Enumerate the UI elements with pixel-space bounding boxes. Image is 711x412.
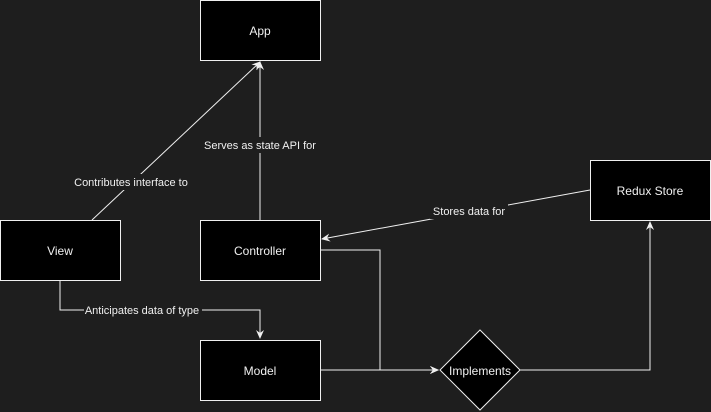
- node-implements-label: Implements: [449, 364, 511, 378]
- edge-view-to-app: [91, 61, 261, 221]
- node-implements[interactable]: Implements: [439, 329, 521, 411]
- node-controller[interactable]: Controller: [200, 220, 321, 281]
- node-app[interactable]: App: [200, 0, 321, 61]
- node-model-label: Model: [244, 364, 277, 378]
- edge-label-contributes-interface: Contributes interface to: [74, 177, 188, 189]
- edge-implements-to-redux: [520, 221, 654, 371]
- edge-label-stores-data-for: Stores data for: [433, 206, 505, 218]
- node-app-label: App: [249, 24, 271, 38]
- node-redux-store-label: Redux Store: [617, 184, 684, 198]
- edge-controller-to-implements: [320, 249, 439, 374]
- node-redux-store[interactable]: Redux Store: [590, 160, 711, 221]
- node-view[interactable]: View: [0, 220, 121, 281]
- node-controller-label: Controller: [234, 244, 286, 258]
- edge-label-anticipates-data-of-type: Anticipates data of type: [85, 305, 199, 317]
- node-view-label: View: [47, 244, 73, 258]
- edge-label-serves-as-state-api: Serves as state API for: [204, 140, 316, 152]
- node-model[interactable]: Model: [200, 340, 321, 401]
